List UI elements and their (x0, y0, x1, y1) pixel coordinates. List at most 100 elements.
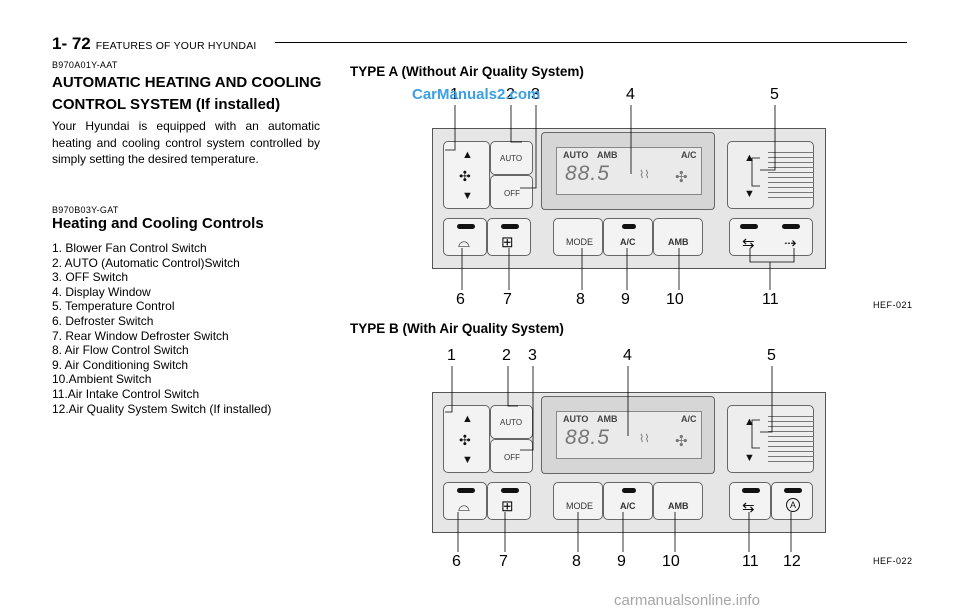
recirculate-icon: ⇆ (742, 235, 755, 252)
mode-label: MODE (566, 237, 593, 247)
lcd-temperature: 88.5 (565, 426, 610, 449)
list-item: 2. AUTO (Automatic Control)Switch (52, 255, 240, 270)
callout-a-11: 11 (762, 291, 779, 308)
list-item: 1. Blower Fan Control Switch (52, 241, 207, 255)
callout-b-4: 4 (623, 347, 632, 364)
callout-a-1: 1 (450, 86, 459, 103)
callout-b-6: 6 (452, 553, 461, 570)
air-intake-switch[interactable]: ⇆ ⇢ (729, 218, 813, 256)
fan-icon: ✣ (459, 432, 471, 448)
header-rule (275, 42, 907, 43)
air-intake-switch[interactable]: ⇆ (729, 482, 771, 520)
lcd-auto: AUTO (563, 414, 589, 424)
figure-b-code: HEF-022 (873, 556, 913, 566)
indicator-bar (740, 224, 758, 229)
callout-b-12: 12 (783, 553, 801, 570)
airflow-icon: ⌇⌇ (639, 169, 650, 181)
page-header: 1- 72 FEATURES OF YOUR HYUNDAI (52, 34, 257, 54)
auto-label: AUTO (500, 418, 523, 427)
lcd-auto: AUTO (563, 150, 589, 160)
amb-label: AMB (668, 501, 689, 511)
lcd-amb: AMB (597, 414, 618, 424)
lcd-ac: A/C (681, 414, 697, 424)
list-item: 12.Air Quality System Switch (If install… (52, 401, 272, 416)
auto-label: AUTO (500, 154, 523, 163)
amb-label: AMB (668, 237, 689, 247)
indicator-bar (622, 224, 636, 229)
list-item: 3. OFF Switch (52, 270, 129, 285)
lcd-amb: AMB (597, 150, 618, 160)
display-lcd: AUTO AMB A/C 88.5 ⌇⌇ ✣ (556, 147, 702, 195)
page-number: 1- 72 (52, 34, 91, 53)
defroster-icon: ⌓ (458, 234, 470, 251)
fan-control-switch[interactable]: ▲ ✣ ▼ (443, 405, 490, 473)
rear-defroster-icon: ⊞ (501, 498, 514, 515)
fan-icon: ✣ (459, 168, 471, 184)
vent-grill-icon (768, 152, 814, 202)
vent-grill-icon (768, 416, 814, 466)
temp-down-icon: ▼ (744, 188, 755, 200)
temperature-control[interactable]: ▲ ▼ (727, 141, 814, 209)
amb-switch[interactable]: AMB (653, 482, 703, 520)
ac-switch[interactable]: A/C (603, 218, 653, 256)
footer-watermark: carmanualsonline.info (614, 592, 760, 609)
temperature-control[interactable]: ▲ ▼ (727, 405, 814, 473)
defroster-switch[interactable]: ⌓ (443, 482, 487, 520)
air-quality-switch[interactable]: A (771, 482, 813, 520)
list-item: 6. Defroster Switch (52, 313, 154, 328)
callout-a-6: 6 (456, 291, 465, 308)
air-quality-icon: A (786, 498, 800, 512)
lcd-temperature: 88.5 (565, 162, 610, 185)
indicator-bar (501, 488, 519, 493)
lcd-ac: A/C (681, 150, 697, 160)
off-switch[interactable]: OFF (490, 439, 533, 473)
callout-b-9: 9 (617, 553, 626, 570)
article-title: AUTOMATIC HEATING AND COOLING CONTROL SY… (52, 74, 322, 113)
callout-b-1: 1 (447, 347, 456, 364)
rear-defroster-switch[interactable]: ⊞ (487, 482, 531, 520)
callout-a-4: 4 (626, 86, 635, 103)
down-arrow-icon: ▼ (462, 190, 473, 202)
amb-switch[interactable]: AMB (653, 218, 703, 256)
list-item: 9. Air Conditioning Switch (52, 357, 189, 372)
callout-a-7: 7 (503, 291, 512, 308)
display-window: AUTO AMB A/C 88.5 ⌇⌇ ✣ (541, 132, 715, 210)
temp-up-icon: ▲ (744, 152, 755, 164)
list-item: 11.Air Intake Control Switch (52, 386, 200, 401)
indicator-bar (501, 224, 519, 229)
temp-up-icon: ▲ (744, 416, 755, 428)
callout-b-5: 5 (767, 347, 776, 364)
up-arrow-icon: ▲ (462, 413, 473, 425)
temp-down-icon: ▼ (744, 452, 755, 464)
article-code: B970A01Y-AAT (52, 60, 118, 70)
fresh-air-icon: ⇢ (784, 235, 797, 252)
lcd-fan-icon: ✣ (675, 433, 688, 450)
defroster-switch[interactable]: ⌓ (443, 218, 487, 256)
airflow-icon: ⌇⌇ (639, 433, 650, 445)
article2-title: Heating and Cooling Controls (52, 215, 264, 232)
figure-b-heading: TYPE B (With Air Quality System) (350, 321, 564, 336)
callout-a-9: 9 (621, 291, 630, 308)
auto-switch[interactable]: AUTO (490, 405, 533, 439)
indicator-bar (457, 224, 475, 229)
callout-b-10: 10 (662, 553, 680, 570)
callout-b-7: 7 (499, 553, 508, 570)
controls-list: 1. Blower Fan Control Switch 2. AUTO (Au… (52, 241, 271, 416)
up-arrow-icon: ▲ (462, 149, 473, 161)
ac-label: A/C (620, 237, 636, 247)
callout-a-10: 10 (666, 291, 684, 308)
off-switch[interactable]: OFF (490, 175, 533, 209)
indicator-bar (784, 488, 802, 493)
ac-switch[interactable]: A/C (603, 482, 653, 520)
callout-b-11: 11 (742, 553, 759, 570)
fan-control-switch[interactable]: ▲ ✣ ▼ (443, 141, 490, 209)
article-body: Your Hyundai is equipped with an automat… (52, 119, 320, 166)
ac-label: A/C (620, 501, 636, 511)
rear-defroster-icon: ⊞ (501, 234, 514, 251)
figure-a-code: HEF-021 (873, 300, 913, 310)
auto-switch[interactable]: AUTO (490, 141, 533, 175)
mode-switch[interactable]: MODE (553, 218, 603, 256)
indicator-bar (622, 488, 636, 493)
list-item: 7. Rear Window Defroster Switch (52, 328, 229, 343)
display-lcd: AUTO AMB A/C 88.5 ⌇⌇ ✣ (556, 411, 702, 459)
